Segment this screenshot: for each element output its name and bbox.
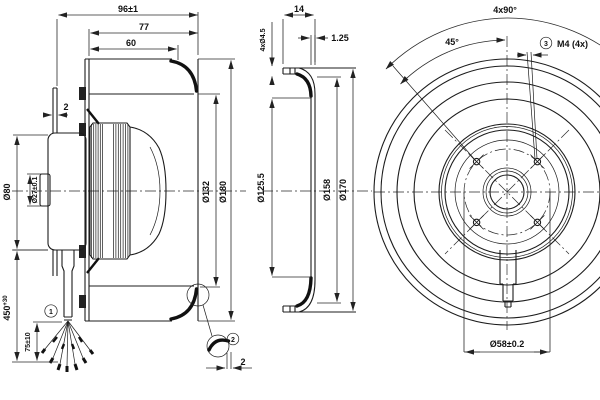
side-dimensions: 96±1 77 60 2 (42, 4, 199, 118)
balloon-2-label: 2 (231, 337, 235, 344)
mounting-plate (52, 87, 58, 276)
cable-dimensions: 450+30 75±10 (2, 249, 62, 363)
rear-hub (39, 173, 51, 207)
outer-diameter-dim: Ø180 (218, 181, 228, 203)
lead-wires (40, 320, 95, 372)
balance-clip (79, 245, 86, 258)
front-centerlines (374, 36, 600, 330)
inlet-throat-circle (413, 98, 600, 286)
hole-angle-dim: 45° (445, 37, 459, 47)
cable (40, 250, 95, 372)
stator-housing (47, 132, 87, 251)
front-view: 4x90° 45° 3 M4 (4x) Ø58±0.2 (373, 5, 600, 355)
motor (39, 87, 167, 276)
backplate-cone (86, 257, 100, 274)
front-dimensions: 4x90° 45° 3 M4 (4x) Ø58±0.2 (385, 5, 600, 355)
impeller-depth-dim: 60 (126, 38, 136, 48)
balance-clip (79, 123, 86, 136)
rotor-dome (129, 126, 167, 256)
balloon-1-label: 1 (49, 309, 53, 316)
depth-77-dim: 77 (139, 22, 149, 32)
wall-thickness-dim: 1.25 (331, 33, 349, 43)
mounting-holes-dim: 4xØ4.5 (260, 28, 267, 51)
flange-width-dim: 14 (294, 4, 304, 14)
total-depth-dim: 96±1 (118, 4, 138, 14)
m4-holes (469, 154, 545, 230)
impeller-outer-circle (373, 58, 600, 326)
balloon-1: 1 (44, 304, 58, 318)
rotor-ribs-right (113, 124, 129, 258)
lead-length-dim: 75±10 (25, 332, 32, 352)
flange-outer-dim: Ø170 (338, 179, 348, 201)
cable-exit-front (499, 250, 517, 308)
front-circles (373, 58, 600, 326)
backplate-cone (86, 108, 100, 125)
section-view: 14 1.25 4xØ4.5 Ø125.5 Ø158 Ø170 (256, 4, 372, 313)
rotor-ribs-left (91, 124, 103, 258)
bolt-circle-dim: Ø158 (322, 179, 332, 201)
shaft-bore (489, 174, 525, 210)
balance-clip (79, 295, 86, 308)
balance-clip (79, 87, 86, 100)
lip-thickness-dim: 2 (240, 357, 245, 367)
balloon-3-label: 3 (544, 41, 548, 48)
hole-pattern-dim: 4x90° (493, 5, 517, 15)
side-view: 1 2 2 96±1 77 60 2 (2, 4, 252, 372)
cable-length-dim: 450+30 (2, 295, 12, 321)
hub-diameter-dim: Ø27±0.1 (32, 176, 39, 203)
hub-bolt-circle-dim: Ø58±0.2 (490, 339, 524, 349)
motor-diameter-dim: Ø80 (2, 183, 12, 200)
inlet-ring-outline (282, 67, 356, 313)
detail-callout-2: 2 2 (186, 283, 252, 371)
rotor-dome-inner (149, 146, 161, 236)
thread-spec-label: M4 (4x) (557, 39, 588, 49)
section-dimensions: 14 1.25 4xØ4.5 Ø125.5 Ø158 Ø170 (256, 4, 356, 311)
inlet-bore-dim: Ø125.5 (256, 173, 266, 203)
inlet-diameter-dim: Ø132 (201, 181, 211, 203)
impeller-outline (84, 58, 199, 322)
plate-thickness-dim: 2 (63, 102, 68, 112)
